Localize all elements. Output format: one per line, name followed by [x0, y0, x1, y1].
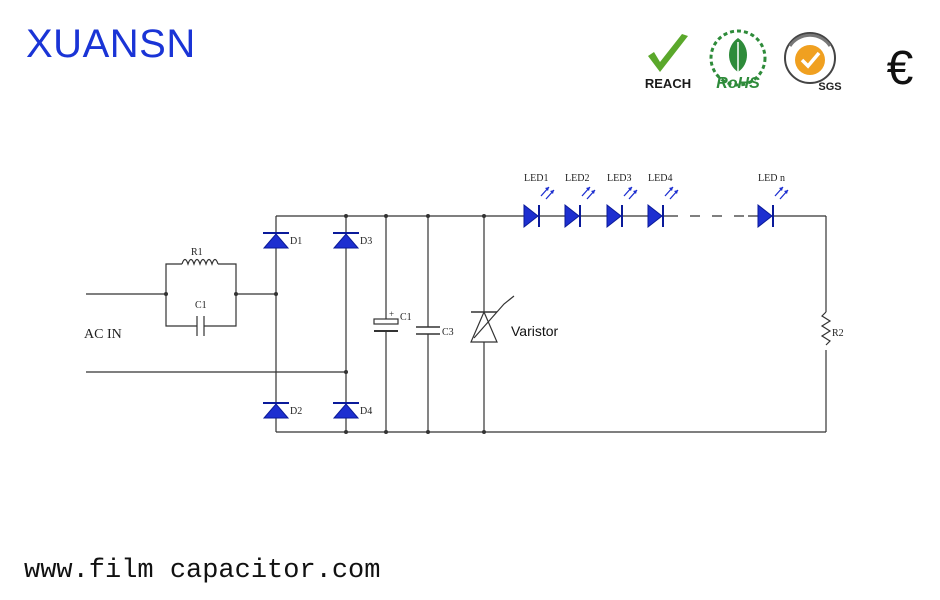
- led-1: [523, 186, 555, 229]
- d1-label: D1: [290, 236, 302, 247]
- ce-mark: €: [887, 42, 914, 95]
- reach-logo: REACH: [645, 34, 691, 91]
- d4-label: D4: [360, 406, 372, 417]
- ac-in-label: AC IN: [84, 327, 122, 342]
- led-n-label: LED n: [758, 173, 785, 184]
- c1-filter-label: C1: [195, 300, 207, 311]
- sgs-label: SGS: [818, 81, 841, 93]
- d2-label: D2: [290, 406, 302, 417]
- capacitor-c1: [373, 214, 399, 434]
- led-4: [647, 186, 679, 229]
- led-2: [564, 186, 596, 229]
- ce-logo: €: [887, 42, 914, 95]
- r2-label: R2: [832, 328, 844, 339]
- reach-label: REACH: [645, 76, 691, 91]
- bridge-rectifier: [262, 214, 826, 434]
- c3-label: C3: [442, 327, 454, 338]
- diode-d1: [262, 233, 290, 249]
- c1-label: C1: [400, 312, 412, 323]
- checkmark-icon: [648, 34, 688, 72]
- c1-plus-label: +: [389, 309, 394, 319]
- diode-d3: [332, 233, 360, 249]
- capacitor-c3: [416, 214, 440, 434]
- rohs-label: RoHS: [716, 75, 760, 92]
- varistor: [470, 214, 515, 434]
- led3-label: LED3: [607, 173, 631, 184]
- d3-label: D3: [360, 236, 372, 247]
- rohs-logo: RoHS: [709, 29, 767, 92]
- r1-label: R1: [191, 247, 203, 258]
- led4-label: LED4: [648, 173, 672, 184]
- led-3: [606, 186, 638, 229]
- sgs-logo: SGS: [784, 32, 842, 93]
- ac-input-wires: [86, 293, 346, 373]
- website-url: www.film capacitor.com: [24, 556, 381, 586]
- diode-d4: [332, 403, 360, 419]
- check-icon: [800, 51, 821, 69]
- led-n: [757, 186, 789, 229]
- resistor-r2: [820, 216, 832, 432]
- varistor-label: Varistor: [511, 323, 559, 339]
- led-string: [523, 186, 789, 229]
- brand-name: XUANSN: [26, 22, 196, 66]
- led2-label: LED2: [565, 173, 589, 184]
- led1-label: LED1: [524, 173, 548, 184]
- input-filter: [164, 258, 276, 336]
- diode-d2: [262, 403, 290, 419]
